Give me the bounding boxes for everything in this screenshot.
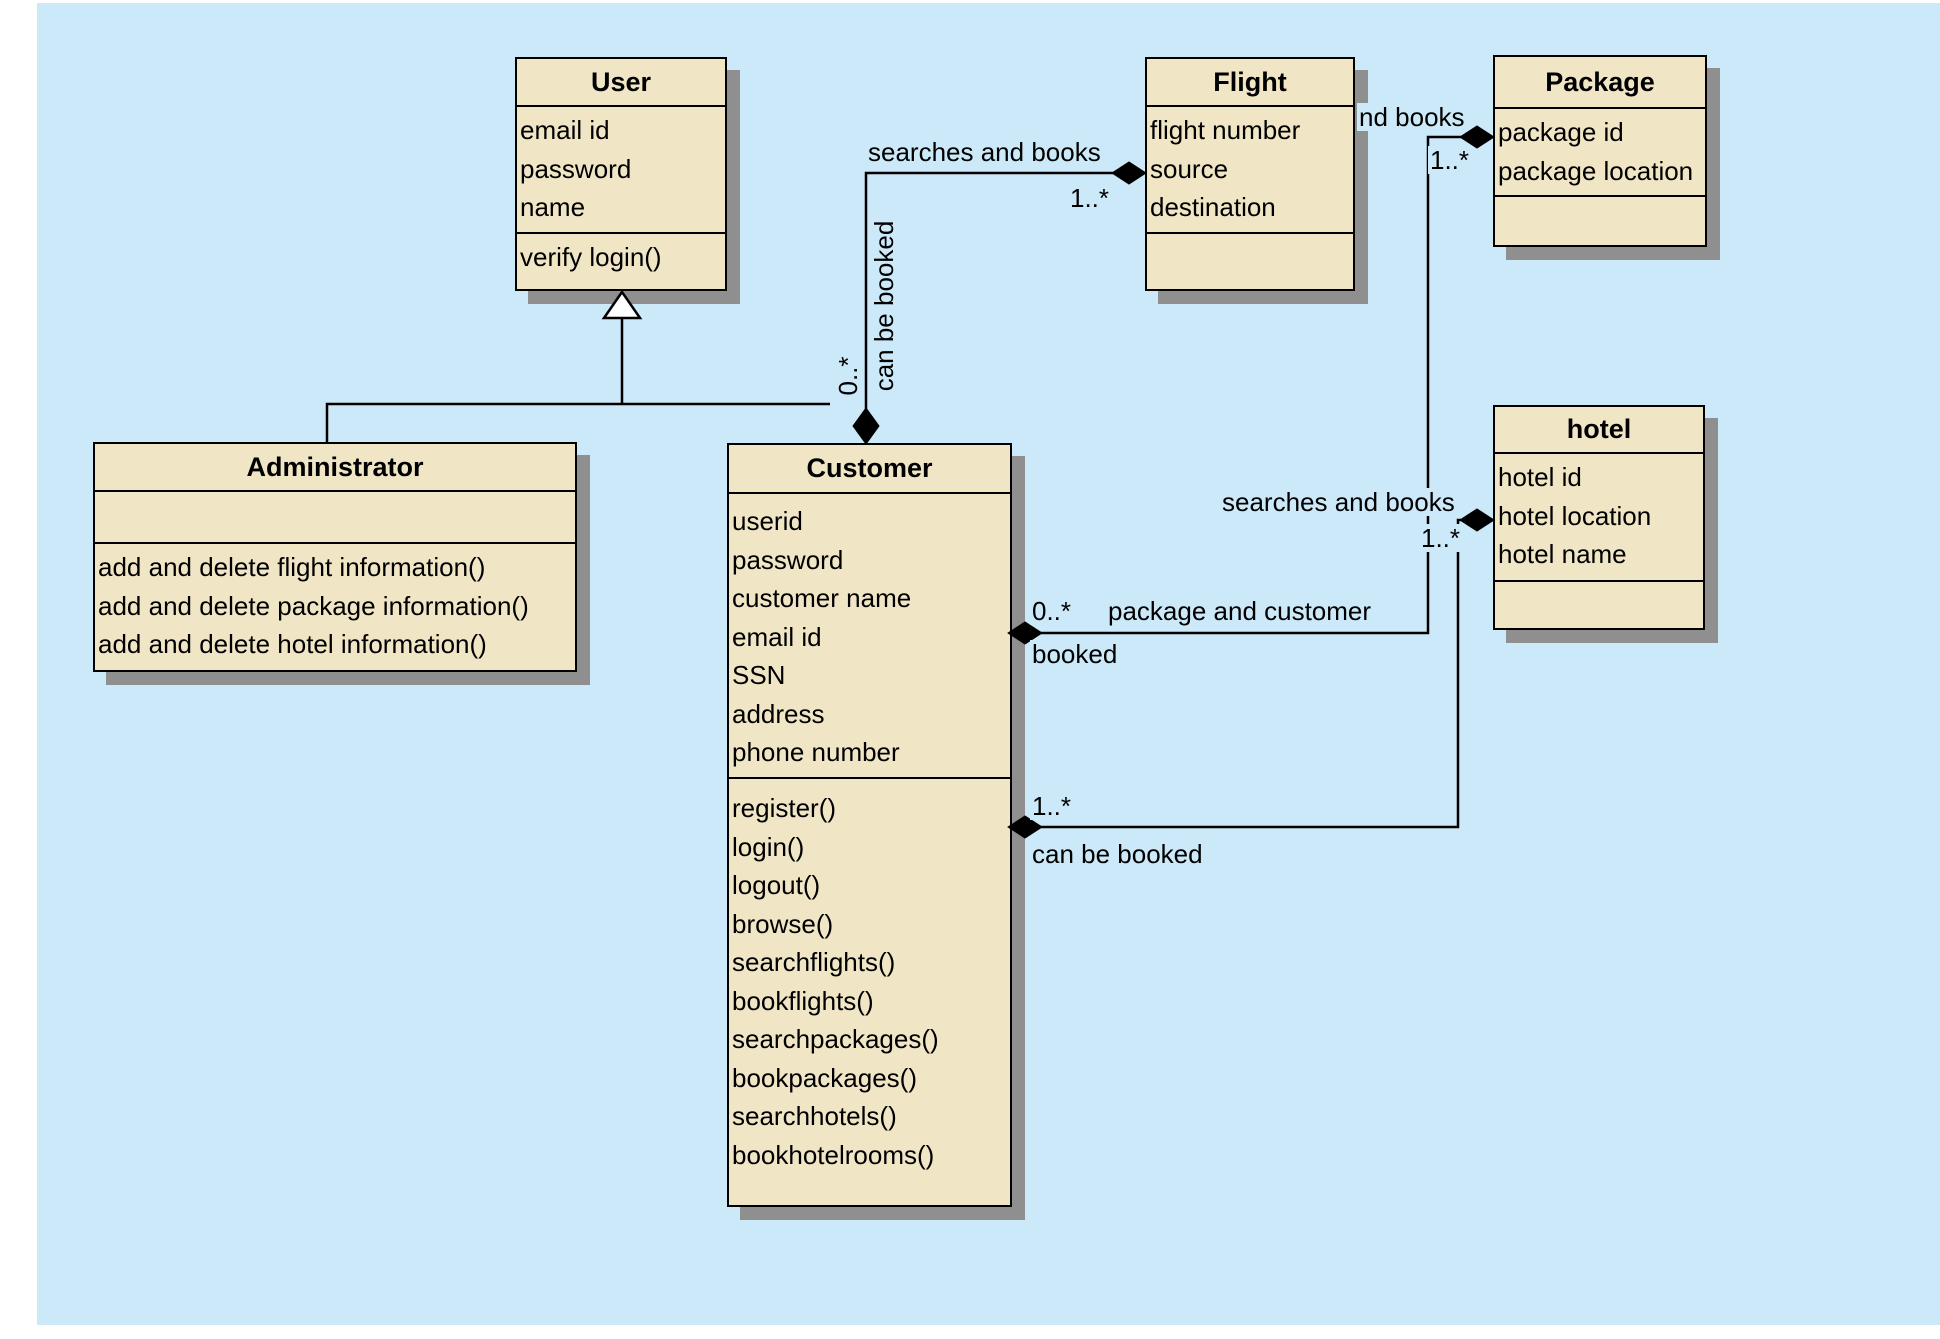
class-administrator-title: Administrator	[246, 451, 424, 482]
class-flight: Flight flight number source destination	[1145, 57, 1355, 291]
operation: searchhotels()	[732, 1101, 897, 1131]
attribute: phone number	[732, 737, 900, 767]
attribute: address	[732, 698, 825, 729]
label-multiplicity-customer-flight-end: 0..*	[833, 353, 863, 399]
class-customer: Customer userid password customer name e…	[727, 443, 1012, 1207]
operation: searchflights()	[732, 947, 896, 977]
operation: login()	[732, 831, 805, 862]
operation: bookflights()	[732, 985, 874, 1016]
label-multiplicity-customer-hotel-end: 1..*	[1030, 791, 1074, 821]
class-administrator: Administrator add and delete flight info…	[93, 442, 577, 672]
class-package-attributes: package id package location	[1495, 107, 1705, 195]
class-hotel-operations	[1495, 580, 1703, 628]
class-administrator-operations: add and delete flight information() add …	[95, 542, 575, 670]
label-customer-package-role-line2: booked	[1030, 639, 1120, 669]
label-customer-flight-association: searches and books	[866, 137, 1103, 167]
attribute: password	[732, 544, 844, 575]
label-customer-package-association-partial: nd books	[1357, 102, 1467, 132]
class-user-title: User	[590, 66, 652, 97]
attribute: destination	[1150, 192, 1276, 222]
attribute: email id	[520, 115, 610, 145]
attribute: customer name	[732, 583, 912, 613]
class-flight-operations	[1147, 232, 1353, 289]
operation: add and delete hotel information()	[98, 629, 487, 659]
attribute: flight number	[1150, 115, 1301, 145]
class-user: User email id password name verify login…	[515, 57, 727, 291]
label-multiplicity-flight-end: 1..*	[1068, 183, 1112, 213]
class-flight-title: Flight	[1213, 66, 1287, 97]
label-multiplicity-package-end: 1..*	[1428, 145, 1472, 175]
label-customer-hotel-association: searches and books	[1220, 487, 1457, 517]
class-hotel-attributes: hotel id hotel location hotel name	[1495, 452, 1703, 580]
class-user-operations: verify login()	[517, 232, 725, 289]
class-package-title: Package	[1545, 66, 1655, 97]
attribute: hotel location	[1498, 500, 1652, 531]
class-flight-attributes: flight number source destination	[1147, 105, 1353, 232]
operation: searchpackages()	[732, 1024, 939, 1054]
class-customer-operations: register() login() logout() browse() sea…	[729, 777, 1010, 1205]
label-customer-package-role-line1: package and customer	[1106, 596, 1374, 626]
attribute: hotel name	[1498, 539, 1627, 569]
operation: bookpackages()	[732, 1062, 917, 1093]
label-multiplicity-hotel-end: 1..*	[1419, 523, 1463, 553]
label-customer-hotel-role: can be booked	[1030, 839, 1205, 869]
class-package-operations	[1495, 195, 1705, 245]
label-multiplicity-customer-package-end: 0..*	[1030, 596, 1074, 626]
operation: bookhotelrooms()	[732, 1139, 935, 1170]
operation: add and delete flight information()	[98, 552, 486, 582]
class-hotel-title: hotel	[1566, 414, 1632, 444]
operation: logout()	[732, 870, 821, 900]
label-customer-flight-role: can be booked	[869, 211, 899, 401]
class-package: Package package id package location	[1493, 55, 1707, 247]
attribute: SSN	[732, 660, 786, 690]
class-customer-attributes: userid password customer name email id S…	[729, 492, 1010, 777]
attribute: password	[520, 153, 632, 184]
attribute: userid	[732, 506, 803, 536]
attribute: hotel id	[1498, 462, 1582, 492]
attribute: name	[520, 192, 586, 222]
attribute: source	[1150, 153, 1229, 184]
class-hotel: hotel hotel id hotel location hotel name	[1493, 405, 1705, 630]
class-administrator-attributes	[95, 490, 575, 542]
operation: browse()	[732, 908, 834, 939]
class-user-attributes: email id password name	[517, 105, 725, 232]
attribute: package id	[1498, 117, 1624, 147]
operation: register()	[732, 793, 837, 823]
attribute: email id	[732, 621, 822, 652]
attribute: package location	[1498, 155, 1694, 186]
operation: add and delete package information()	[98, 590, 529, 621]
class-customer-title: Customer	[806, 453, 933, 483]
operation: verify login()	[520, 242, 662, 272]
